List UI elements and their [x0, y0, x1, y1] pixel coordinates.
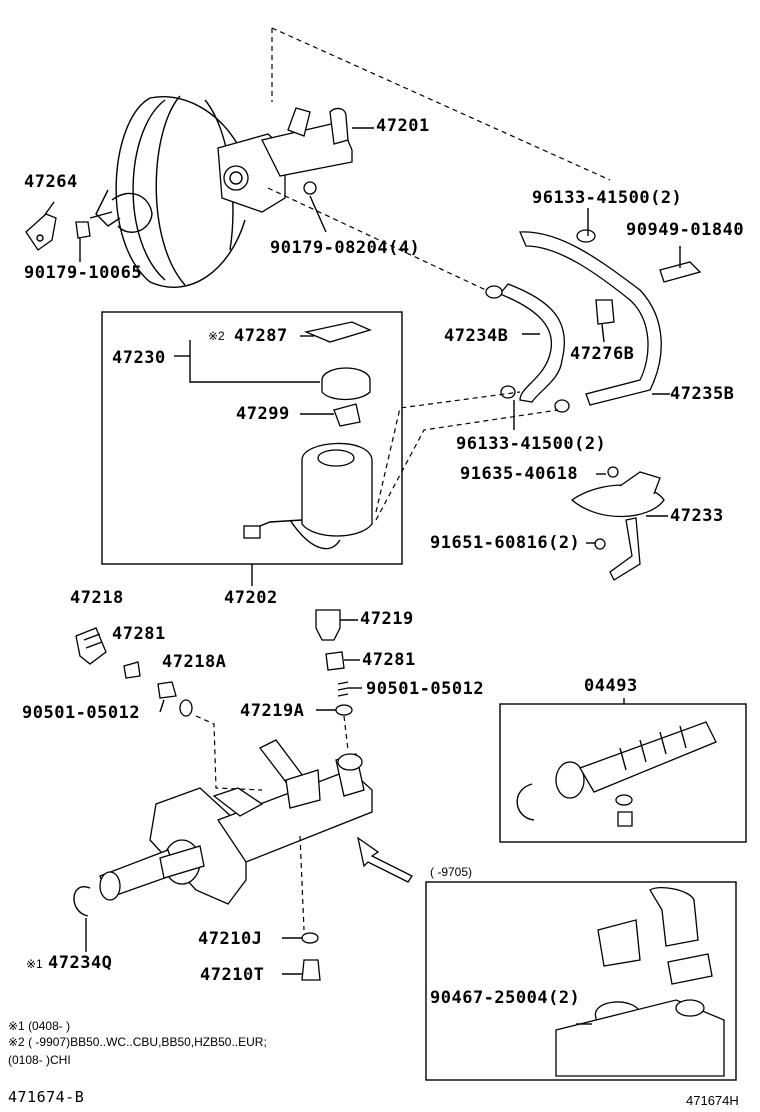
part-label-47287: 47287	[234, 326, 288, 346]
part-label-47202: 47202	[224, 588, 278, 608]
small-parts-left	[75, 627, 193, 717]
master-cylinder-lower	[73, 739, 373, 917]
bracket-47233	[570, 466, 665, 581]
part-label-04493: 04493	[584, 676, 638, 696]
variant-range-label: ( -9705)	[430, 865, 473, 879]
part-label-90179-08204: 90179-08204(4)	[270, 238, 421, 258]
small-parts-right	[315, 609, 362, 716]
part-label-47264: 47264	[24, 172, 78, 192]
part-label-47210J: 47210J	[198, 929, 263, 949]
footnote-3: (0108- )CHI	[8, 1053, 71, 1067]
part-label-90467: 90467-25004(2)	[430, 988, 581, 1008]
clamp-upper-right	[576, 229, 596, 243]
lower-washer-plug	[85, 918, 321, 981]
part-label-47230: 47230	[112, 348, 166, 368]
part-label-47281-right: 47281	[362, 650, 416, 670]
footnote-1: ※1 (0408- )	[8, 1019, 71, 1033]
grommet-47276B	[595, 299, 615, 325]
part-label-47235B: 47235B	[670, 384, 735, 404]
part-label-47281-left: 47281	[112, 624, 166, 644]
note-mark-2: ※2	[208, 329, 225, 343]
part-label-96133-mid: 96133-41500(2)	[456, 434, 607, 454]
part-label-91635: 91635-40618	[460, 464, 579, 484]
part-label-47218: 47218	[70, 588, 124, 608]
leader-lines	[43, 127, 681, 586]
footnote-2: ※2 ( -9907)BB50..WC..CBU,BB50,HZB50..EUR…	[8, 1035, 267, 1049]
part-label-47201: 47201	[376, 116, 430, 136]
part-label-90501-left: 90501-05012	[22, 703, 141, 723]
part-label-90179-10065: 90179-10065	[24, 263, 143, 283]
note-mark-1: ※1	[26, 957, 43, 971]
booster-master-cylinder	[217, 107, 353, 213]
part-label-47276B: 47276B	[570, 344, 635, 364]
part-label-47233: 47233	[670, 506, 724, 526]
part-label-90949: 90949-01840	[626, 220, 745, 240]
clamp-top	[485, 285, 503, 299]
leader-dashes	[195, 715, 349, 931]
direction-arrow	[357, 836, 413, 883]
hose-47234B	[498, 283, 566, 403]
kit-box-04493	[499, 703, 747, 843]
kit-parts	[516, 698, 717, 827]
part-label-91651: 91651-60816(2)	[430, 533, 581, 553]
bracket-47264	[25, 213, 91, 251]
part-label-96133-upper: 96133-41500(2)	[532, 188, 683, 208]
part-label-47234Q: 47234Q	[48, 953, 113, 973]
part-label-47218A: 47218A	[162, 652, 227, 672]
figure-code-right: 471674H	[686, 1093, 739, 1108]
part-label-47210T: 47210T	[200, 965, 265, 985]
part-label-47219: 47219	[360, 609, 414, 629]
part-label-47234B: 47234B	[444, 326, 509, 346]
part-label-47219A: 47219A	[240, 701, 305, 721]
clamp-lower	[500, 385, 516, 399]
part-label-90501-right: 90501-05012	[366, 679, 485, 699]
part-label-47299: 47299	[236, 404, 290, 424]
figure-code-left: 471674-B	[8, 1088, 85, 1106]
variant-box-9705	[425, 881, 737, 1081]
reservoir-assembly	[189, 321, 373, 550]
variant-parts	[555, 886, 725, 1077]
hose-47235B	[519, 231, 662, 406]
clamp-mid	[554, 399, 570, 413]
